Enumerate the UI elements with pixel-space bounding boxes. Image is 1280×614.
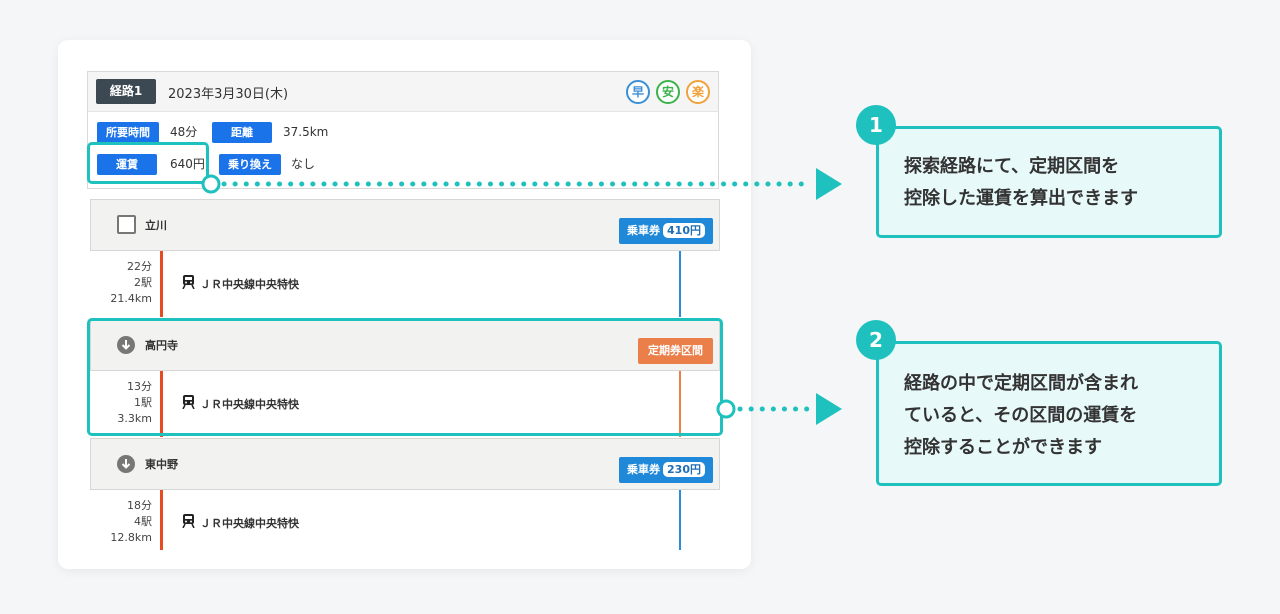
ticket-label: 乗車券 (627, 224, 661, 237)
segment-stops: 2駅 (134, 276, 152, 289)
distance-label: 距離 (212, 122, 272, 143)
segment-meta: 18分 4駅 12.8km (90, 498, 152, 546)
transfer-label: 乗り換え (219, 154, 281, 175)
line-color-bar (160, 371, 163, 437)
train-icon (182, 514, 195, 528)
ticket-fare: 230円 (663, 462, 705, 477)
train-icon (182, 275, 195, 289)
station-name: 立川 (145, 219, 167, 232)
callout-line: 控除した運賃を算出できます (904, 188, 1138, 209)
train-icon (182, 395, 195, 409)
segment-meta: 13分 1駅 3.3km (90, 379, 152, 427)
time-value: 48分 (170, 125, 198, 139)
station-row: 高円寺 定期券区間 (90, 319, 720, 371)
segment-time: 13分 (127, 380, 152, 393)
callout-number-2: 2 (856, 320, 896, 360)
callout-2: 経路の中で定期区間が含まれ ていると、その区間の運賃を 控除することができます (876, 341, 1222, 486)
arrow-down-circle-icon (117, 336, 135, 354)
train-line-name[interactable]: ＪＲ中央線中央特快 (200, 398, 299, 411)
segment-stops: 1駅 (134, 396, 152, 409)
callout-1: 探索経路にて、定期区間を 控除した運賃を算出できます (876, 126, 1222, 238)
route-segment: 13分 1駅 3.3km ＪＲ中央線中央特快 (90, 371, 720, 437)
callout-number-1: 1 (856, 105, 896, 145)
route-date: 2023年3月30日(木) (168, 87, 289, 102)
ticket-label: 乗車券 (627, 463, 661, 476)
segment-distance: 3.3km (117, 412, 152, 425)
callout-line: 控除することができます (904, 437, 1102, 458)
route-segment: 18分 4駅 12.8km ＪＲ中央線中央特快 (90, 490, 720, 550)
arrow-down-circle-icon (117, 455, 135, 473)
fast-icon: 早 (626, 80, 650, 104)
commuter-section-highlight (87, 318, 723, 436)
fare-highlight (87, 142, 209, 184)
segment-time: 18分 (127, 499, 152, 512)
station-name: 東中野 (145, 458, 178, 471)
time-label: 所要時間 (97, 122, 159, 143)
segment-distance: 21.4km (110, 292, 152, 305)
route-badge[interactable]: 経路1 (96, 79, 156, 104)
segment-stops: 4駅 (134, 515, 152, 528)
station-checkbox[interactable] (117, 215, 136, 234)
commuter-range-bar (679, 371, 681, 437)
segment-time: 22分 (127, 260, 152, 273)
cheap-icon: 安 (656, 80, 680, 104)
distance-value: 37.5km (283, 125, 329, 139)
callout-line: 探索経路にて、定期区間を (904, 156, 1120, 177)
ticket-range-bar (679, 490, 681, 550)
ticket-label: 定期券区間 (648, 344, 703, 357)
commuter-pass-badge: 定期券区間 (638, 338, 713, 364)
callout-line: 経路の中で定期区間が含まれ (904, 373, 1138, 394)
ticket-range-bar (679, 251, 681, 317)
line-color-bar (160, 490, 163, 550)
easy-icon: 楽 (686, 80, 710, 104)
route-segment: 22分 2駅 21.4km ＪＲ中央線中央特快 (90, 251, 720, 317)
route-header: 経路1 2023年3月30日(木) 早 安 楽 (87, 71, 719, 111)
callout-line: ていると、その区間の運賃を (904, 405, 1138, 426)
segment-meta: 22分 2駅 21.4km (90, 259, 152, 307)
train-line-name[interactable]: ＪＲ中央線中央特快 (200, 278, 299, 291)
ticket-fare: 410円 (663, 223, 705, 238)
line-color-bar (160, 251, 163, 317)
fare-value: 640円 (170, 157, 205, 171)
transfer-value: なし (291, 157, 316, 171)
train-line-name[interactable]: ＪＲ中央線中央特快 (200, 517, 299, 530)
station-name: 高円寺 (145, 339, 178, 352)
segment-distance: 12.8km (110, 531, 152, 544)
fare-label: 運賃 (97, 154, 157, 175)
route-summary: 所要時間 48分 距離 37.5km 運賃 640円 乗り換え なし (87, 111, 719, 189)
